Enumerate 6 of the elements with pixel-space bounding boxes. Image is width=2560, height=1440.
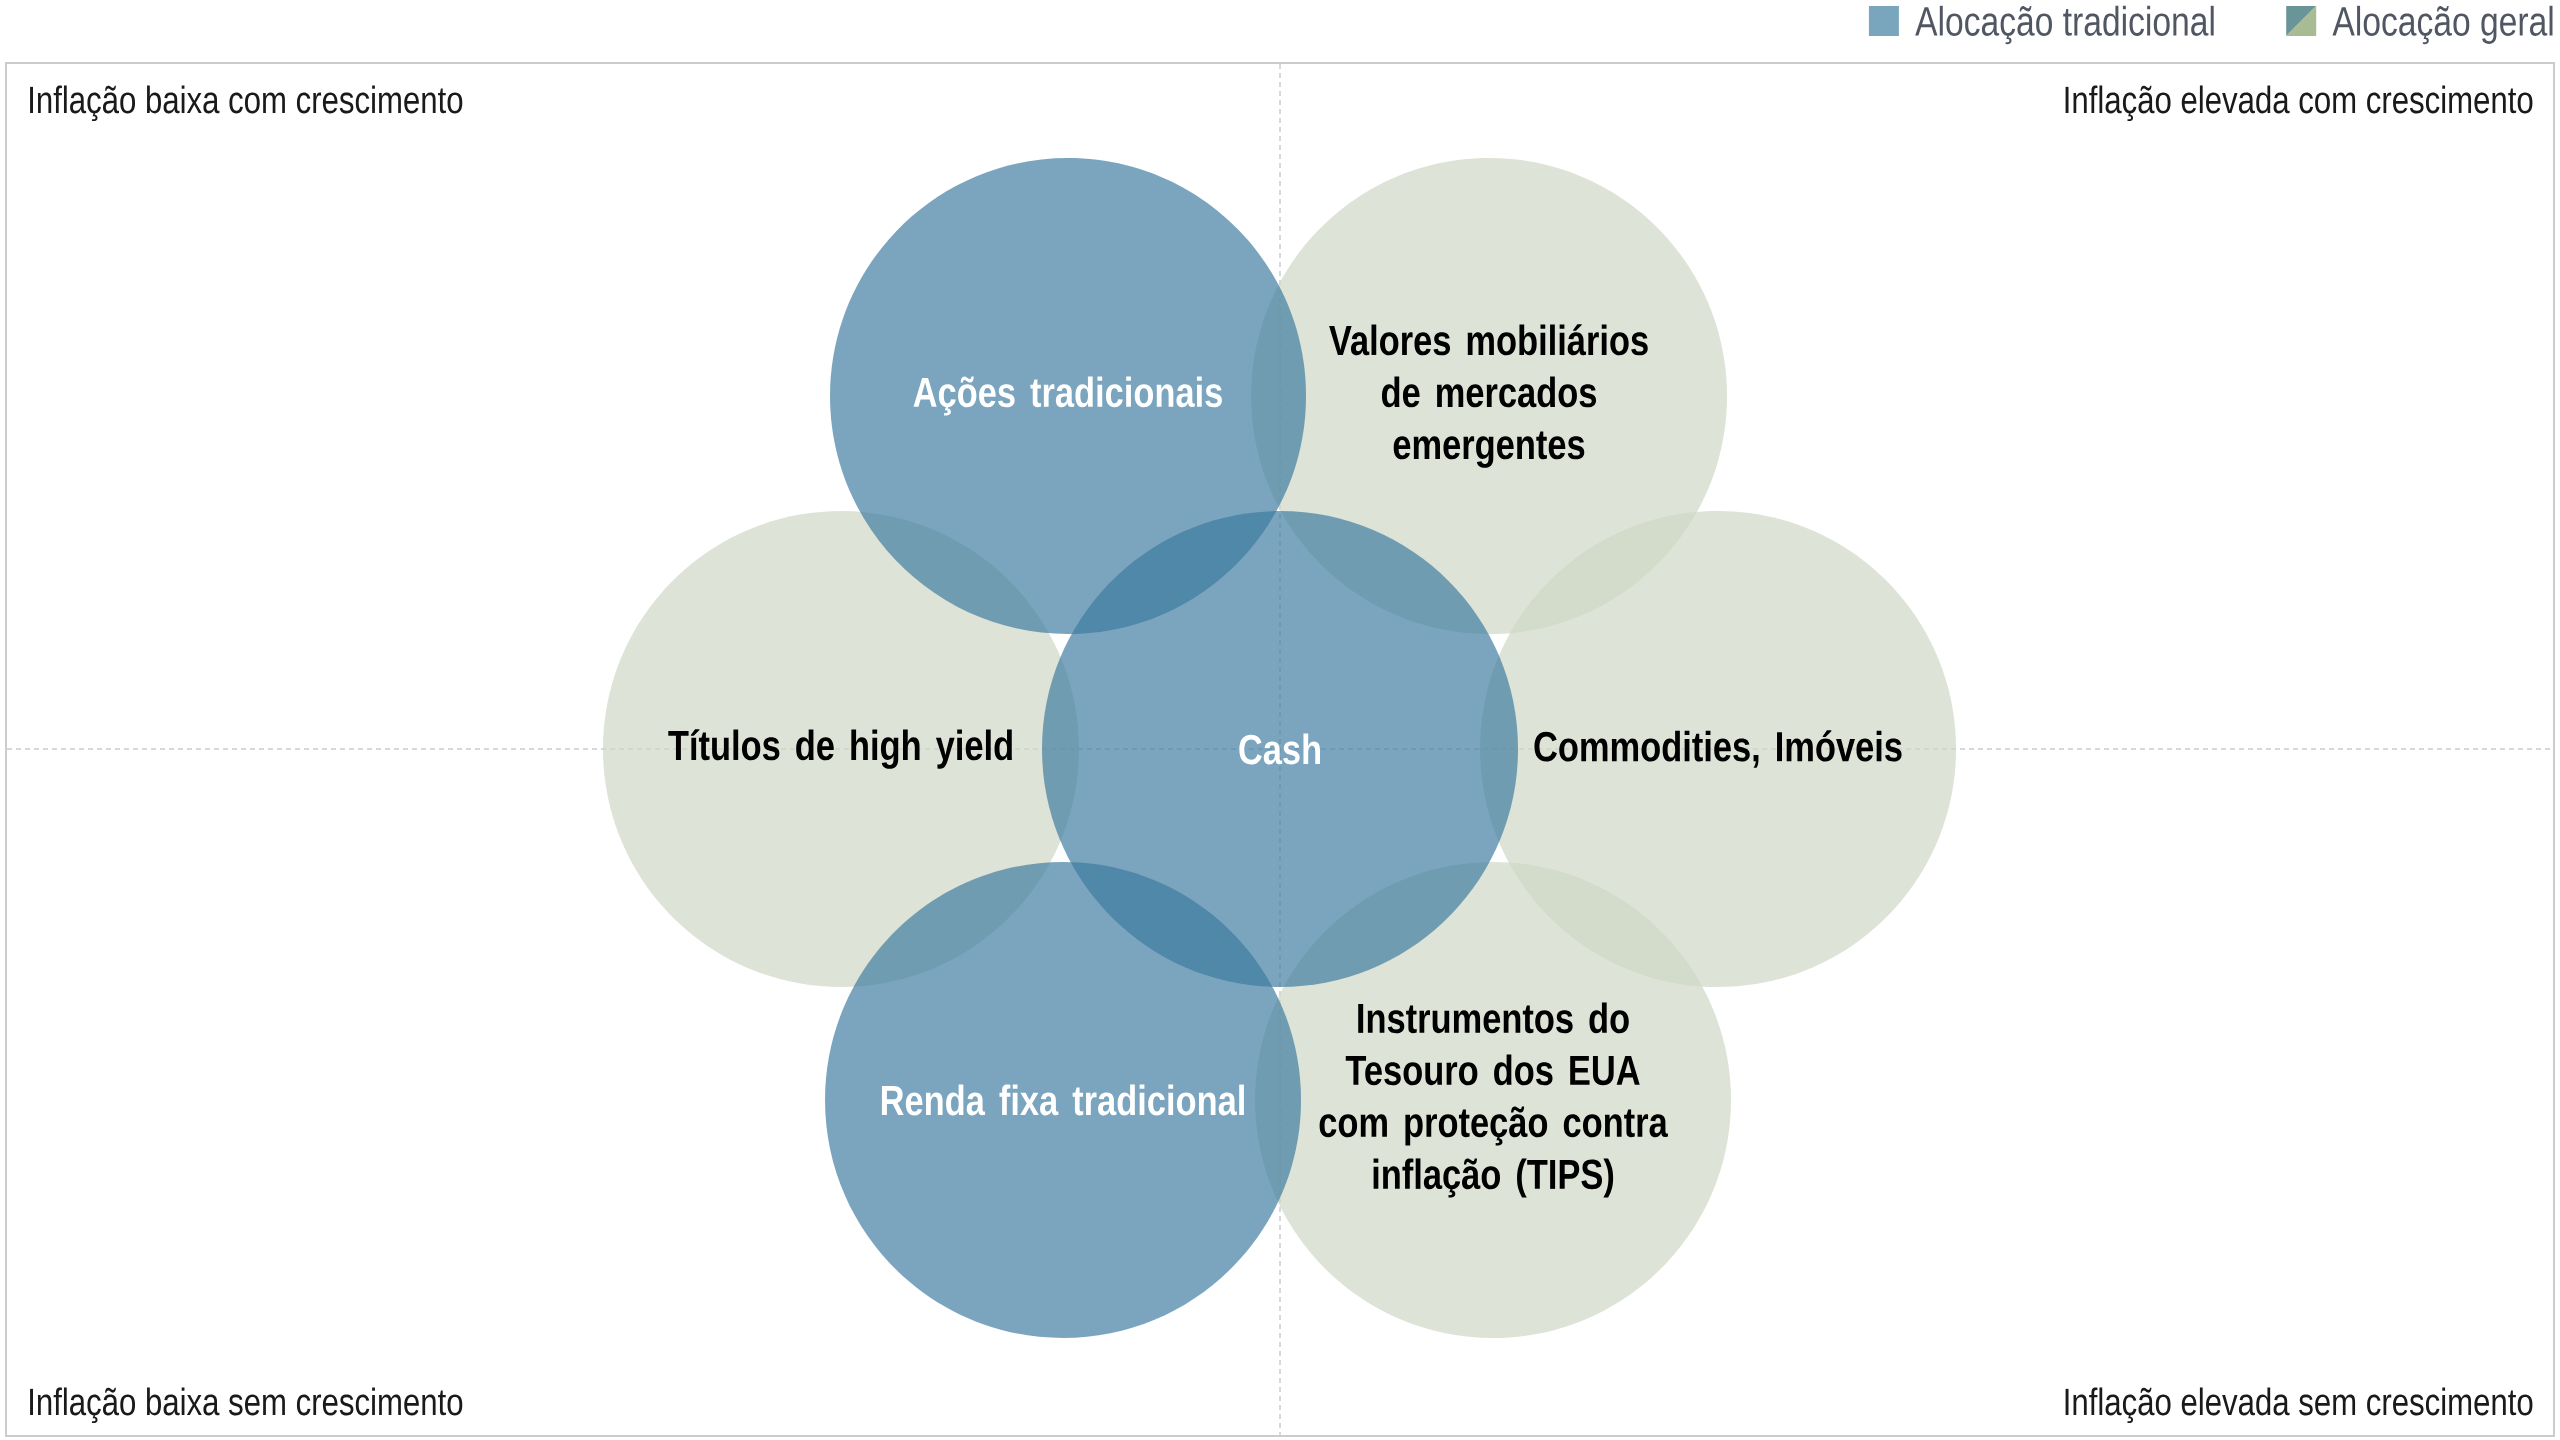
quadrant-label: Inflação elevada com crescimento <box>2065 85 2533 122</box>
quadrant-label: Inflação baixa sem crescimento <box>30 1387 463 1424</box>
legend-label: Alocação tradicional <box>1915 5 2214 45</box>
quadrant-label: Inflação baixa com crescimento <box>30 85 463 122</box>
quadrant-label: Inflação elevada sem crescimento <box>2065 1387 2533 1424</box>
legend-label: Alocação geral <box>2332 5 2553 45</box>
